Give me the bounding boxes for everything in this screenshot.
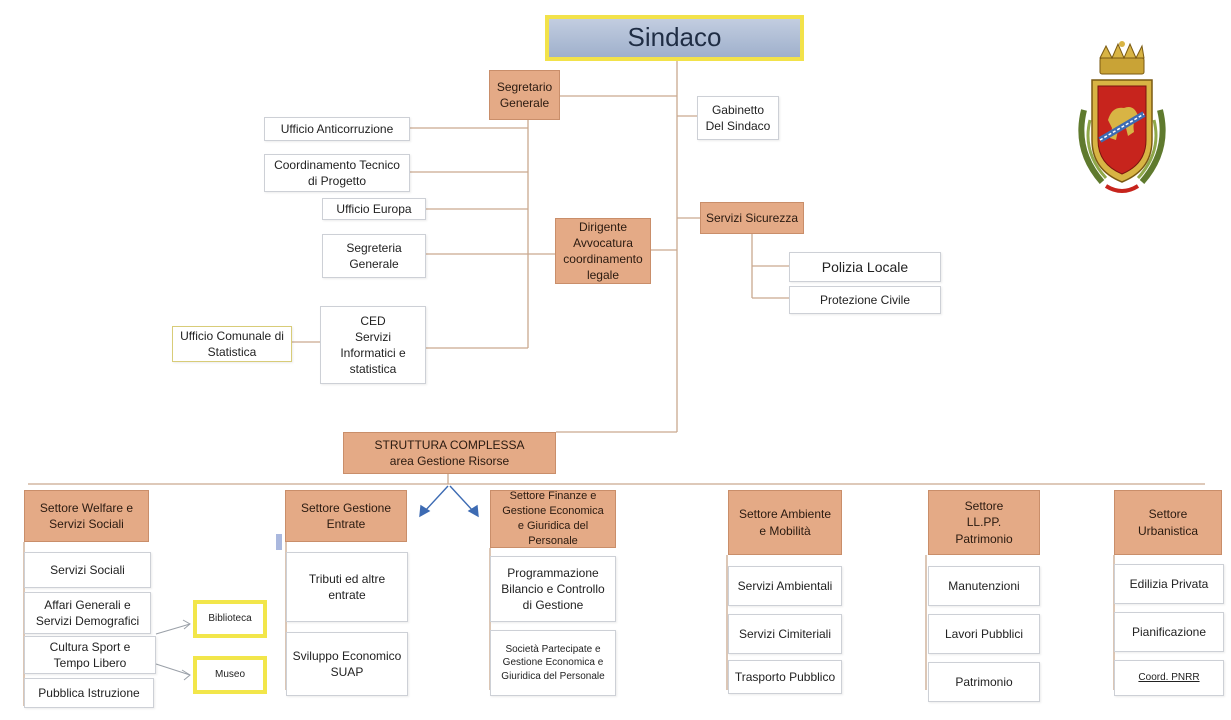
settore-welfare-head: Settore Welfare e Servizi Sociali [24, 490, 149, 542]
biblioteca-box: Biblioteca [193, 600, 267, 638]
sviluppo-economico-box: Sviluppo Economico SUAP [286, 632, 408, 696]
segreteria-generale-box: Segreteria Generale [322, 234, 426, 278]
servizi-cimiteriali-box: Servizi Cimiteriali [728, 614, 842, 654]
museo-box: Museo [193, 656, 267, 694]
settore-finanze-head: Settore Finanze e Gestione Economica e G… [490, 490, 616, 548]
pubblica-istruzione-box: Pubblica Istruzione [24, 678, 154, 708]
ufficio-anticorruzione-box: Ufficio Anticorruzione [264, 117, 410, 141]
settore-urbanistica-head: Settore Urbanistica [1114, 490, 1222, 555]
edilizia-privata-box: Edilizia Privata [1114, 564, 1224, 604]
dirigente-avvocatura-box: Dirigente Avvocatura coordinamento legal… [555, 218, 651, 284]
cultura-sport-box: Cultura Sport e Tempo Libero [24, 636, 156, 674]
pianificazione-box: Pianificazione [1114, 612, 1224, 652]
gabinetto-sindaco-box: Gabinetto Del Sindaco [697, 96, 779, 140]
tributi-box: Tributi ed altre entrate [286, 552, 408, 622]
coordinamento-tecnico-box: Coordinamento Tecnico di Progetto [264, 154, 410, 192]
ufficio-statistica-box: Ufficio Comunale di Statistica [172, 326, 292, 362]
polizia-locale-box: Polizia Locale [789, 252, 941, 282]
affari-generali-box: Affari Generali e Servizi Demografici [24, 592, 151, 634]
settore-entrate-head: Settore Gestione Entrate [285, 490, 407, 542]
protezione-civile-box: Protezione Civile [789, 286, 941, 314]
trasporto-pubblico-box: Trasporto Pubblico [728, 660, 842, 694]
lavori-pubblici-box: Lavori Pubblici [928, 614, 1040, 654]
settore-llpp-head: Settore LL.PP. Patrimonio [928, 490, 1040, 555]
coord-pnrr-box: Coord. PNRR [1114, 660, 1224, 696]
servizi-ambientali-box: Servizi Ambientali [728, 566, 842, 606]
ufficio-europa-box: Ufficio Europa [322, 198, 426, 220]
coat-of-arms-icon [1078, 41, 1166, 193]
struttura-complessa-box: STRUTTURA COMPLESSA area Gestione Risors… [343, 432, 556, 474]
settore-ambiente-head: Settore Ambiente e Mobilità [728, 490, 842, 555]
manutenzioni-box: Manutenzioni [928, 566, 1040, 606]
sindaco-title: Sindaco [545, 15, 804, 61]
ced-box: CED Servizi Informatici e statistica [320, 306, 426, 384]
servizi-sociali-box: Servizi Sociali [24, 552, 151, 588]
patrimonio-box: Patrimonio [928, 662, 1040, 702]
segretario-generale-box: Segretario Generale [489, 70, 560, 120]
societa-partecipate-box: Società Partecipate e Gestione Economica… [490, 630, 616, 696]
servizi-sicurezza-box: Servizi Sicurezza [700, 202, 804, 234]
programmazione-bilancio-box: Programmazione Bilancio e Controllo di G… [490, 556, 616, 622]
